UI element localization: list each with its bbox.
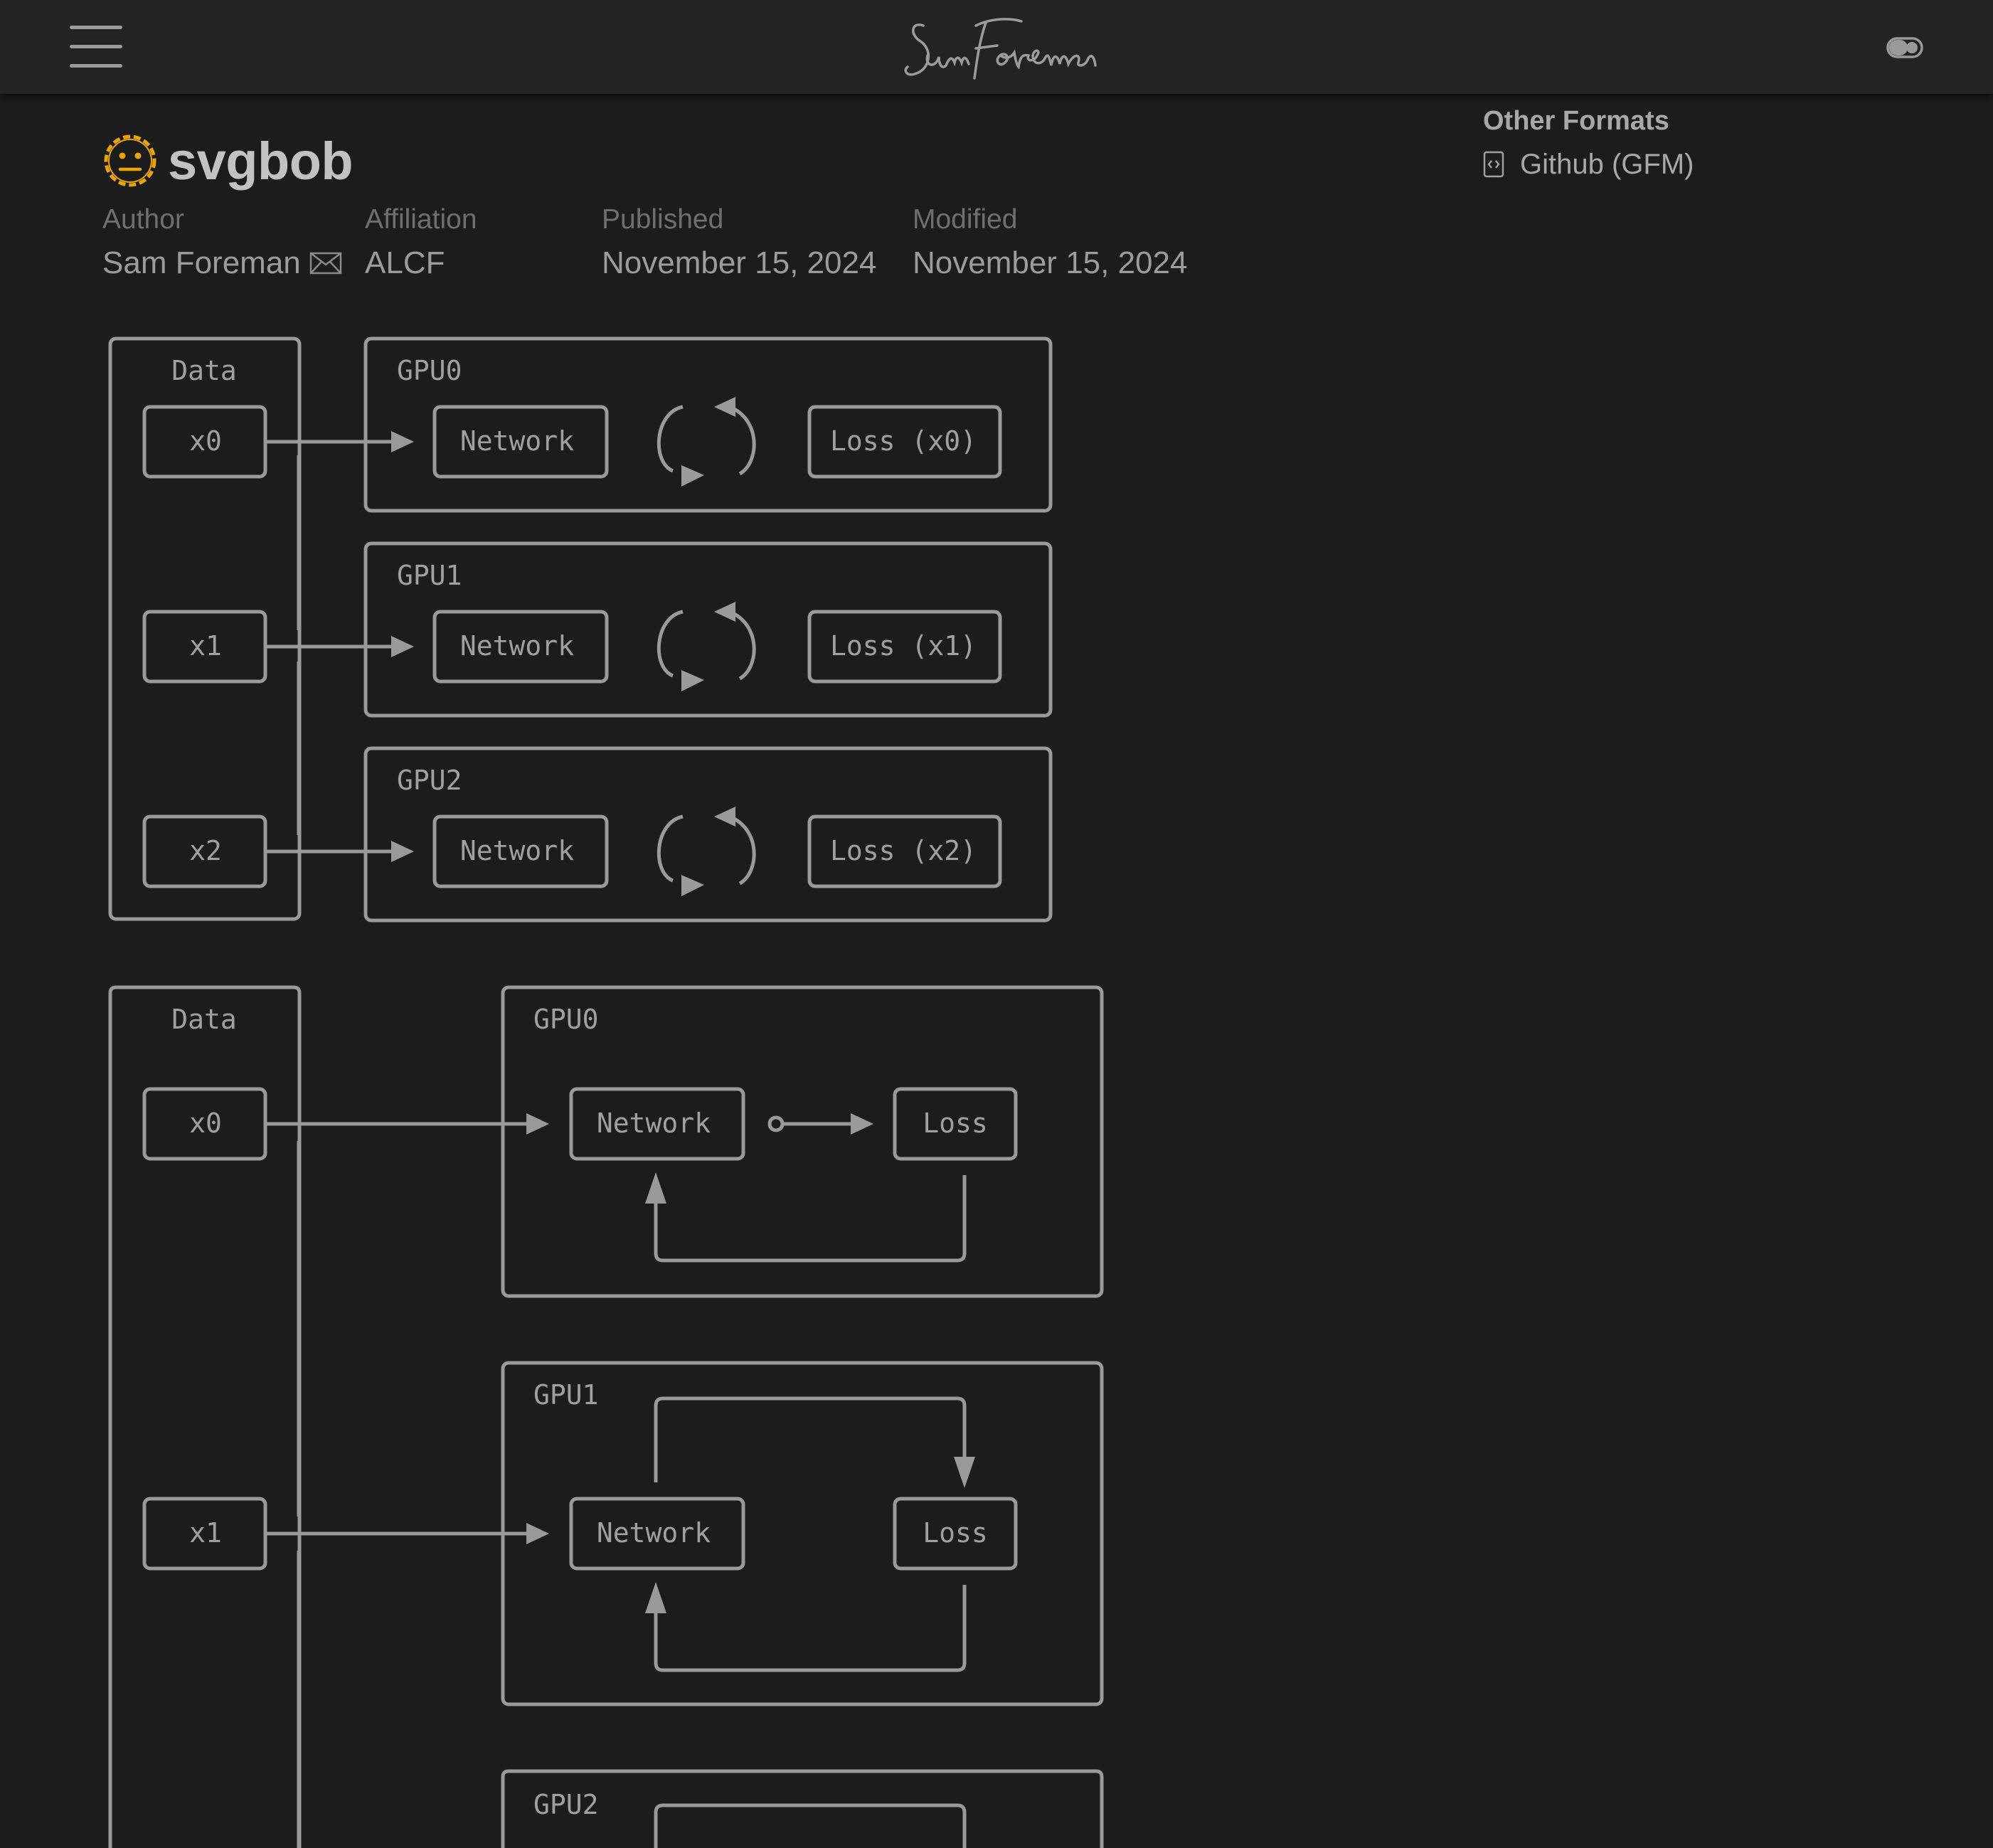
brand-signature-logo[interactable]	[896, 10, 1102, 88]
input-label: x1	[189, 1517, 222, 1549]
diagram2-row-2-partial: GPU2	[533, 1789, 967, 1848]
diagram1-row-0: x0 GPU0 Network Loss (x0)	[142, 355, 1002, 487]
color-scheme-toggle-icon[interactable]	[1886, 36, 1923, 60]
diagram2-row-0: x0 GPU0 Network Loss	[142, 1004, 1018, 1263]
arrowhead-icon	[645, 1582, 666, 1613]
loss-box	[807, 405, 1002, 479]
loss-label: Loss	[923, 1517, 988, 1549]
loss-box	[807, 814, 1002, 888]
affiliation-value[interactable]: ALCF	[365, 245, 445, 280]
network-label: Network	[597, 1108, 711, 1139]
affiliation-label: Affiliation	[365, 204, 477, 235]
input-label: x0	[189, 425, 222, 457]
arrowhead-icon	[391, 431, 414, 452]
loss-feedback-arrow	[654, 1175, 967, 1263]
cycle-arrows-icon	[657, 397, 756, 487]
author-label: Author	[102, 204, 184, 235]
affiliation-meta: Affiliation ALCF	[365, 201, 477, 287]
network-label: Network	[460, 425, 574, 457]
loss-label: Loss (x1)	[830, 630, 977, 662]
connector-node-icon	[767, 1115, 785, 1132]
page-title: svgbob	[168, 131, 354, 191]
gpu-label: GPU0	[397, 355, 462, 386]
cycle-arrows-icon	[657, 807, 756, 896]
cycle-arrows-icon	[657, 602, 756, 691]
arrowhead-icon	[645, 1172, 666, 1204]
other-formats-title: Other Formats	[1483, 106, 1669, 136]
diagram1-data-label: Data	[171, 355, 237, 386]
loss-label: Loss	[923, 1108, 988, 1139]
gpu0-container	[363, 336, 1053, 513]
input-label: x2	[189, 835, 222, 866]
other-formats-panel: Other Formats Github (GFM)	[1483, 100, 1694, 186]
file-code-icon	[1483, 151, 1504, 178]
network-to-loss-arrow	[654, 1396, 967, 1482]
neutral-face-emoji-icon	[104, 134, 156, 187]
published-meta: Published November 15, 2024	[602, 201, 876, 287]
loss-label: Loss (x0)	[830, 425, 977, 457]
hamburger-menu-icon[interactable]	[70, 26, 122, 68]
diagram2-row-1: x1 GPU1 Network Loss	[142, 1379, 1018, 1672]
network-box	[569, 1497, 745, 1571]
network-box	[432, 610, 609, 684]
gpu2-container	[501, 1769, 1104, 1848]
format-link-github-gfm[interactable]: Github (GFM)	[1483, 142, 1694, 186]
modified-value: November 15, 2024	[913, 245, 1188, 280]
arrowhead-icon	[526, 1523, 549, 1544]
gpu-label: GPU1	[533, 1379, 599, 1411]
input-label: x0	[189, 1108, 222, 1139]
author-name: Sam Foreman	[102, 245, 301, 280]
modified-meta: Modified November 15, 2024	[913, 201, 1187, 287]
data-container	[108, 985, 302, 1848]
top-navbar	[0, 0, 1993, 94]
diagram2-data-label: Data	[171, 1004, 237, 1035]
loss-label: Loss (x2)	[830, 835, 977, 866]
arrowhead-icon	[391, 636, 414, 657]
arrowhead-icon	[526, 1113, 549, 1135]
gpu2-container	[363, 746, 1053, 923]
arrowhead-icon	[391, 841, 414, 862]
diagram1-row-2: x2 GPU2 Network Loss (x2)	[142, 765, 1002, 896]
arrowhead-icon	[851, 1113, 873, 1135]
arrowhead-icon	[954, 1457, 975, 1488]
network-label: Network	[597, 1517, 711, 1549]
loss-box	[807, 610, 1002, 684]
network-box	[569, 1087, 745, 1161]
title-block: svgbob	[102, 127, 354, 195]
loss-feedback-arrow	[654, 1585, 967, 1672]
network-box	[432, 814, 609, 888]
gpu-label: GPU0	[533, 1004, 599, 1035]
gpu0-container	[501, 985, 1104, 1298]
envelope-icon[interactable]	[309, 252, 342, 275]
author-value: Sam Foreman	[102, 239, 342, 287]
format-link-label: Github (GFM)	[1520, 149, 1694, 180]
loss-box	[893, 1497, 1018, 1571]
author-meta: Author Sam Foreman	[102, 201, 342, 287]
loss-box	[893, 1087, 1018, 1161]
gpu1-container	[363, 541, 1053, 718]
gpu-label: GPU2	[397, 765, 462, 796]
network-box	[432, 405, 609, 479]
input-label: x1	[189, 630, 222, 662]
network-to-loss-arrow	[654, 1803, 967, 1848]
gpu-label: GPU1	[397, 560, 462, 591]
gpu1-container	[501, 1361, 1104, 1706]
diagram1-row-1: x1 GPU1 Network Loss (x1)	[142, 560, 1002, 691]
network-label: Network	[460, 835, 574, 866]
published-label: Published	[602, 204, 724, 235]
network-label: Network	[460, 630, 574, 662]
published-value: November 15, 2024	[602, 245, 877, 280]
gpu-label: GPU2	[533, 1789, 599, 1820]
modified-label: Modified	[913, 204, 1018, 235]
